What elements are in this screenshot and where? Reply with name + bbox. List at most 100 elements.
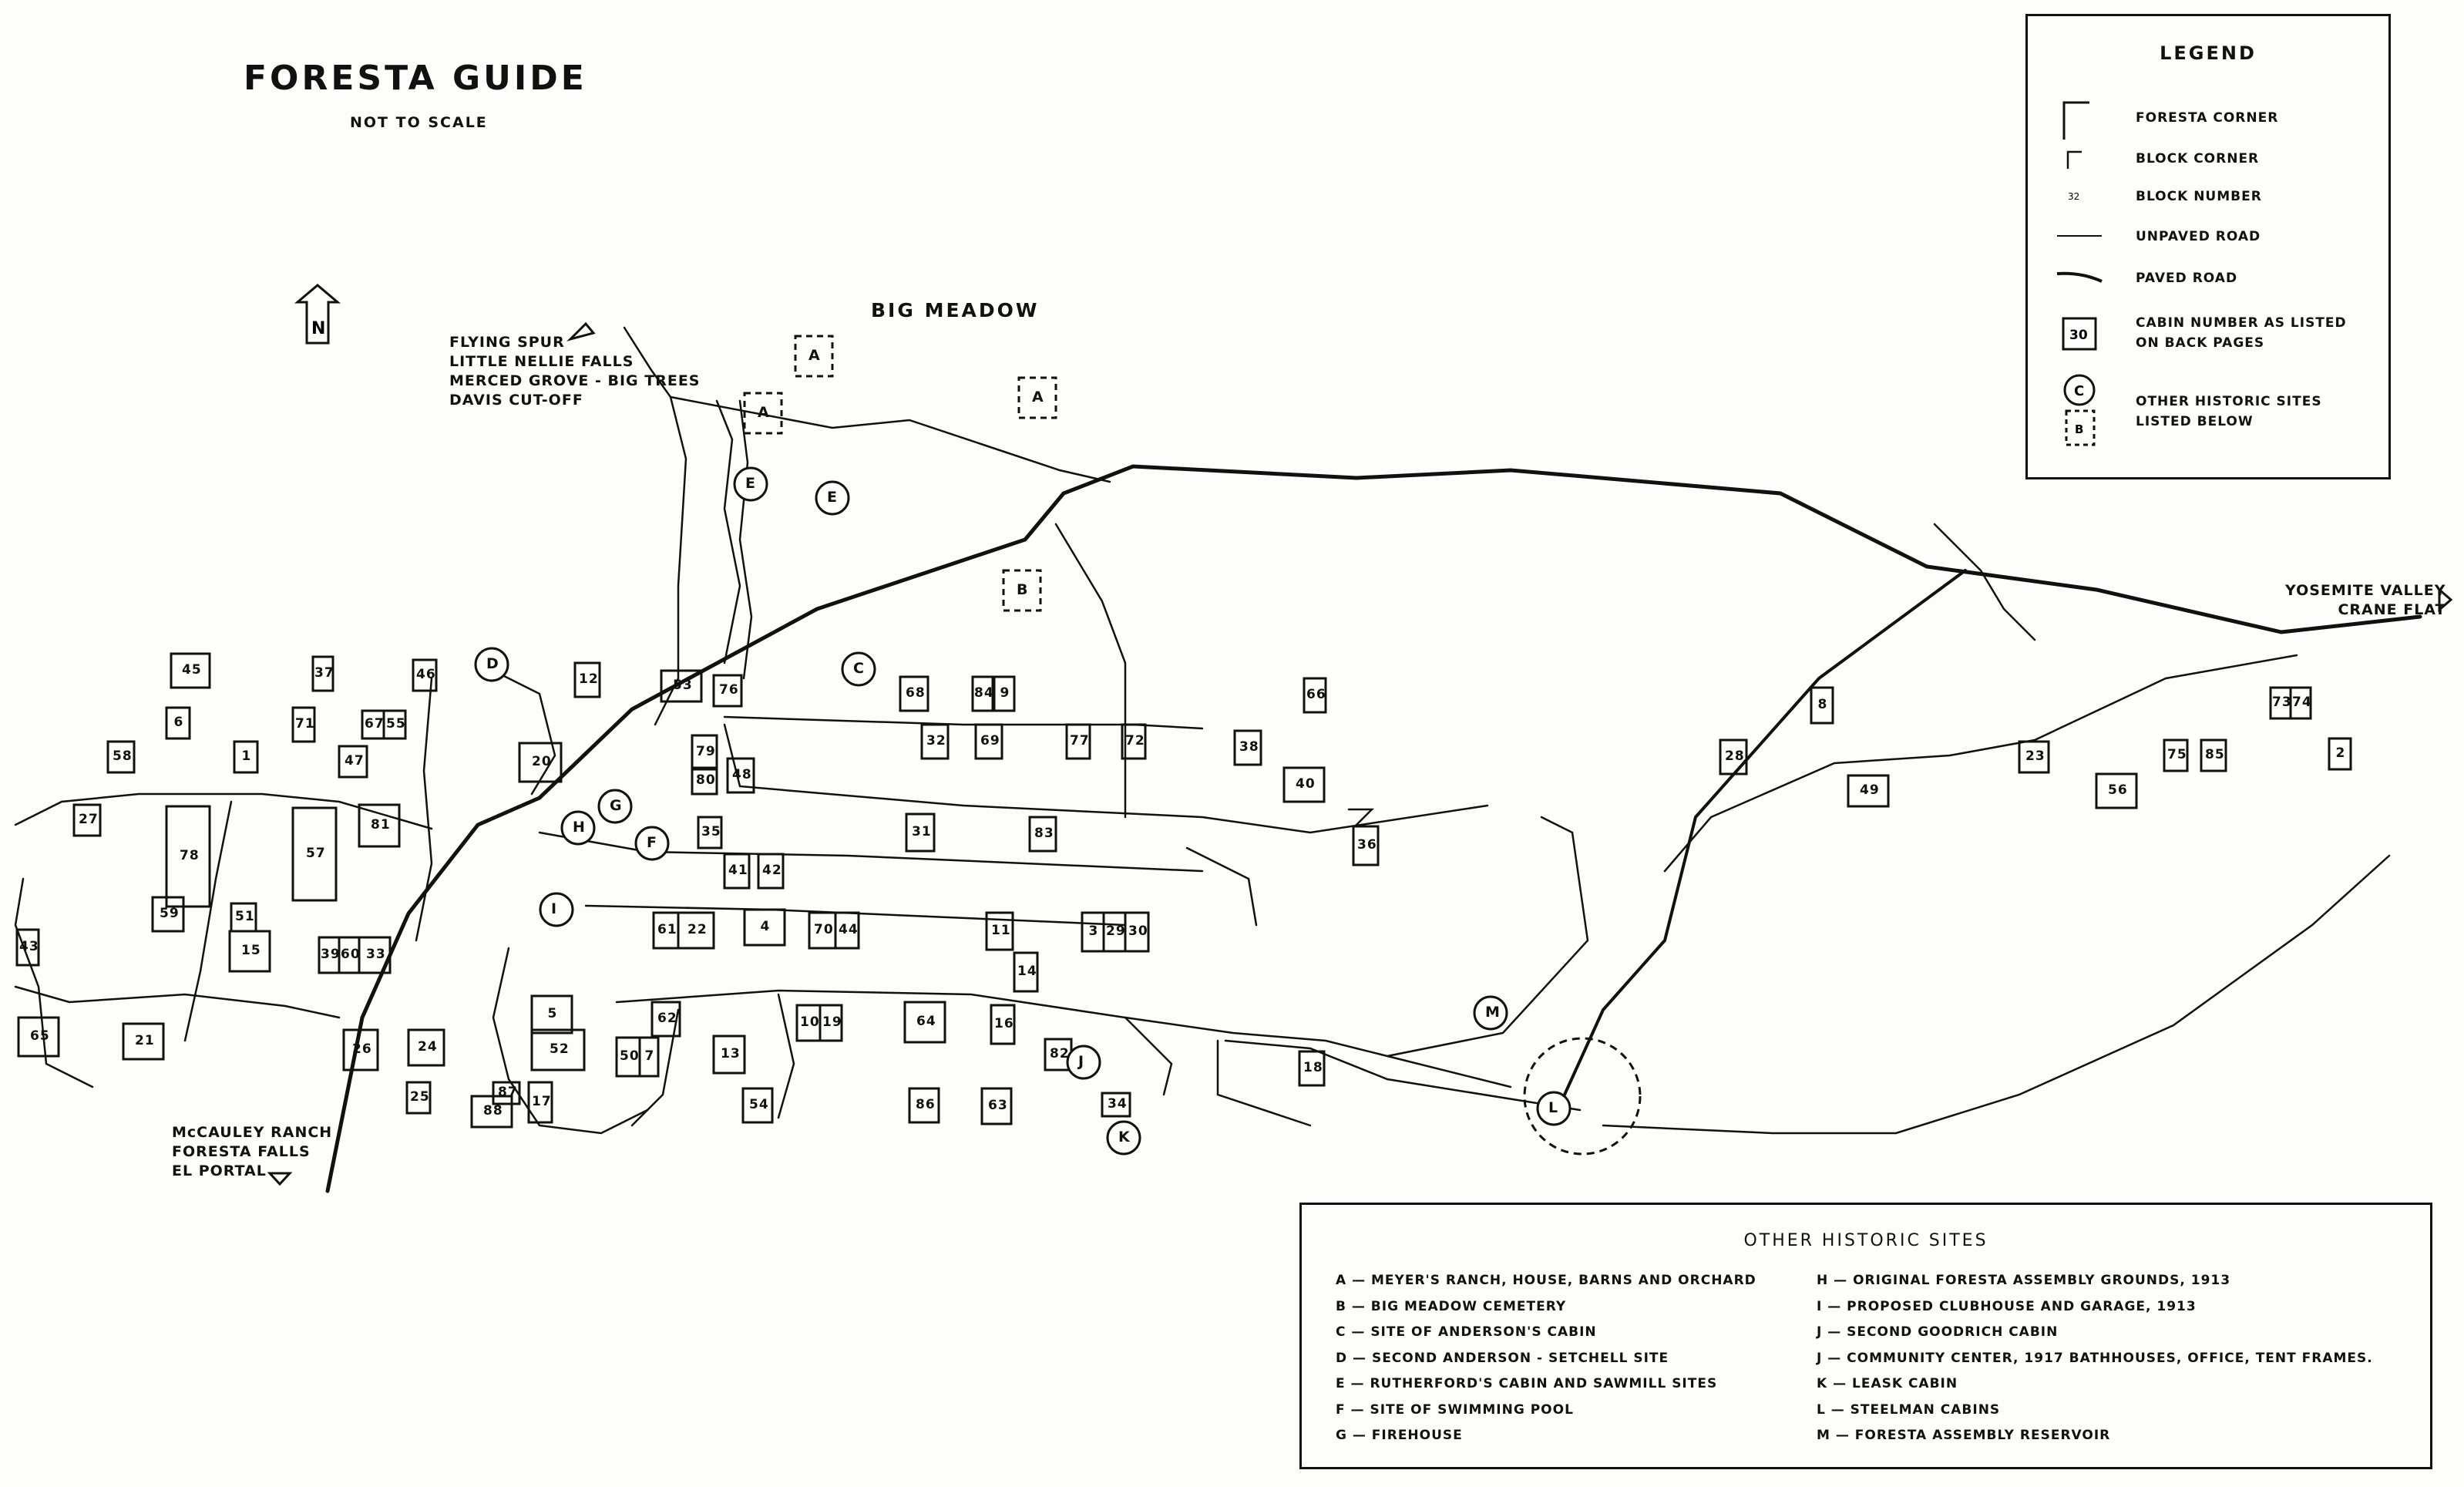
- cabin-box: [151, 896, 185, 933]
- map-title: FORESTA GUIDE: [244, 59, 587, 98]
- unpaved-road: [183, 800, 233, 1042]
- historic-site-marker: E: [745, 475, 756, 492]
- cabin-number: 23: [2025, 749, 2045, 764]
- historic-site-item: I — PROPOSED CLUBHOUSE AND GARAGE, 1913: [1817, 1298, 2197, 1314]
- cabin-number: 45: [182, 662, 202, 678]
- cabin-number: 48: [732, 767, 752, 782]
- cabin-number: 71: [295, 716, 315, 732]
- cabin-number: 13: [721, 1046, 741, 1061]
- historic-site-item: G — FIREHOUSE: [1336, 1428, 1463, 1443]
- cabin-box: [1303, 677, 1327, 714]
- unpaved-road: [476, 661, 556, 796]
- cabin-box: [1847, 774, 1890, 808]
- cabin-box: [17, 1016, 60, 1058]
- cabin-number: 50: [620, 1048, 640, 1064]
- unpaved-road: [1224, 1039, 1582, 1112]
- cabin-box: [691, 734, 718, 771]
- cabin-box: [712, 674, 743, 708]
- cabin-number: 69: [980, 733, 1000, 749]
- historic-site-marker: I: [551, 900, 558, 917]
- cabin-number: 34: [1108, 1096, 1128, 1112]
- cabin-box: [834, 911, 860, 950]
- cabin-box: [291, 706, 316, 743]
- legend-label: LISTED BELOW: [2136, 414, 2254, 429]
- cabin-number: 15: [241, 943, 261, 958]
- cabin-box: [677, 911, 715, 950]
- cabin-number: 41: [728, 863, 748, 878]
- cabin-number: 80: [696, 772, 716, 788]
- cabin-box: [1124, 911, 1150, 953]
- cabin-box: [1013, 951, 1039, 993]
- cabin-number: 16: [994, 1016, 1014, 1031]
- cabin-number: 18: [1303, 1060, 1323, 1075]
- historic-site-marker: J: [1078, 1053, 1085, 1070]
- cabin-box: [741, 1087, 774, 1124]
- historic-site-marker: E: [827, 489, 838, 506]
- cabin-box: [2163, 738, 2189, 772]
- historic-site-marker: F: [647, 834, 657, 851]
- destination-line: YOSEMITE VALLEY: [2285, 582, 2446, 599]
- legend-label: OTHER HISTORIC SITES: [2136, 394, 2322, 409]
- destination-line: FORESTA FALLS: [172, 1143, 311, 1160]
- block-corner-icon: [2066, 150, 2082, 169]
- cabin-box: [990, 1004, 1016, 1045]
- cabin-box: [106, 740, 136, 774]
- cabin-box: [1810, 686, 1834, 725]
- historic-site-box: [743, 392, 783, 435]
- cabin-number: 64: [916, 1014, 936, 1029]
- cabin-box: [993, 675, 1016, 712]
- cabin-number: 55: [386, 716, 406, 732]
- cabin-number: 72: [1125, 733, 1145, 749]
- cabin-box: [228, 930, 271, 973]
- destination-line: FLYING SPUR: [449, 334, 565, 351]
- arrow-south-icon: [267, 1172, 293, 1186]
- cabin-number: 61: [657, 922, 677, 937]
- historic-site-item: E — RUTHERFORD'S CABIN AND SAWMILL SITES: [1336, 1376, 1718, 1391]
- historic-site-circle: [474, 647, 509, 682]
- cabin-number: 58: [113, 749, 133, 764]
- unpaved-road: [723, 723, 1489, 834]
- unpaved-road: [415, 677, 433, 942]
- block-number-sample: 32: [2068, 191, 2079, 202]
- map-subtitle: NOT TO SCALE: [350, 114, 488, 131]
- cabin-number: 67: [365, 716, 385, 732]
- cabin-number: 31: [912, 824, 932, 839]
- unpaved-road: [738, 399, 753, 680]
- cabin-number: 75: [2167, 747, 2187, 762]
- cabin-box: [1101, 1092, 1131, 1118]
- north-arrow-icon: [294, 284, 341, 345]
- unpaved-road: [14, 792, 433, 830]
- cabin-box: [530, 1028, 586, 1072]
- cabin-box: [1121, 723, 1147, 760]
- historic-sites-panel: OTHER HISTORIC SITES A — MEYER'S RANCH, …: [1299, 1203, 2432, 1469]
- cabin-box: [2095, 772, 2138, 809]
- destination-line: DAVIS CUT-OFF: [449, 392, 583, 409]
- unpaved-road: [1347, 808, 1375, 826]
- legend-label: CABIN NUMBER AS LISTED: [2136, 315, 2347, 331]
- cabin-box: [1352, 825, 1380, 866]
- cabin-number: 3: [1088, 923, 1099, 939]
- unpaved-road: [654, 395, 687, 726]
- cabin-box: [518, 742, 563, 783]
- historic-site-circle: [1106, 1120, 1141, 1156]
- cabin-number: 26: [352, 1041, 372, 1057]
- cabin-box: [1298, 1050, 1326, 1087]
- unpaved-road: [1185, 846, 1258, 927]
- cabin-box: [723, 853, 751, 890]
- arrow-northeast-icon: [566, 321, 596, 341]
- legend-label: FORESTA CORNER: [2136, 110, 2279, 126]
- cabin-box-icon: [2062, 317, 2097, 351]
- unpaved-road: [1216, 1039, 1312, 1127]
- unpaved-road: [14, 877, 94, 1088]
- cabin-number: 65: [30, 1028, 50, 1044]
- cabin-number: 47: [345, 753, 365, 769]
- cabin-number: 27: [79, 812, 99, 827]
- cabin-number: 81: [371, 817, 391, 833]
- unpaved-road: [1386, 816, 1589, 1058]
- cabin-box: [971, 675, 994, 712]
- cabin-box: [974, 723, 1003, 760]
- cabin-number: 56: [2108, 782, 2128, 798]
- cabin-box: [407, 1028, 445, 1067]
- cabin-number: 19: [822, 1014, 842, 1030]
- cabin-number: 73: [2272, 695, 2292, 710]
